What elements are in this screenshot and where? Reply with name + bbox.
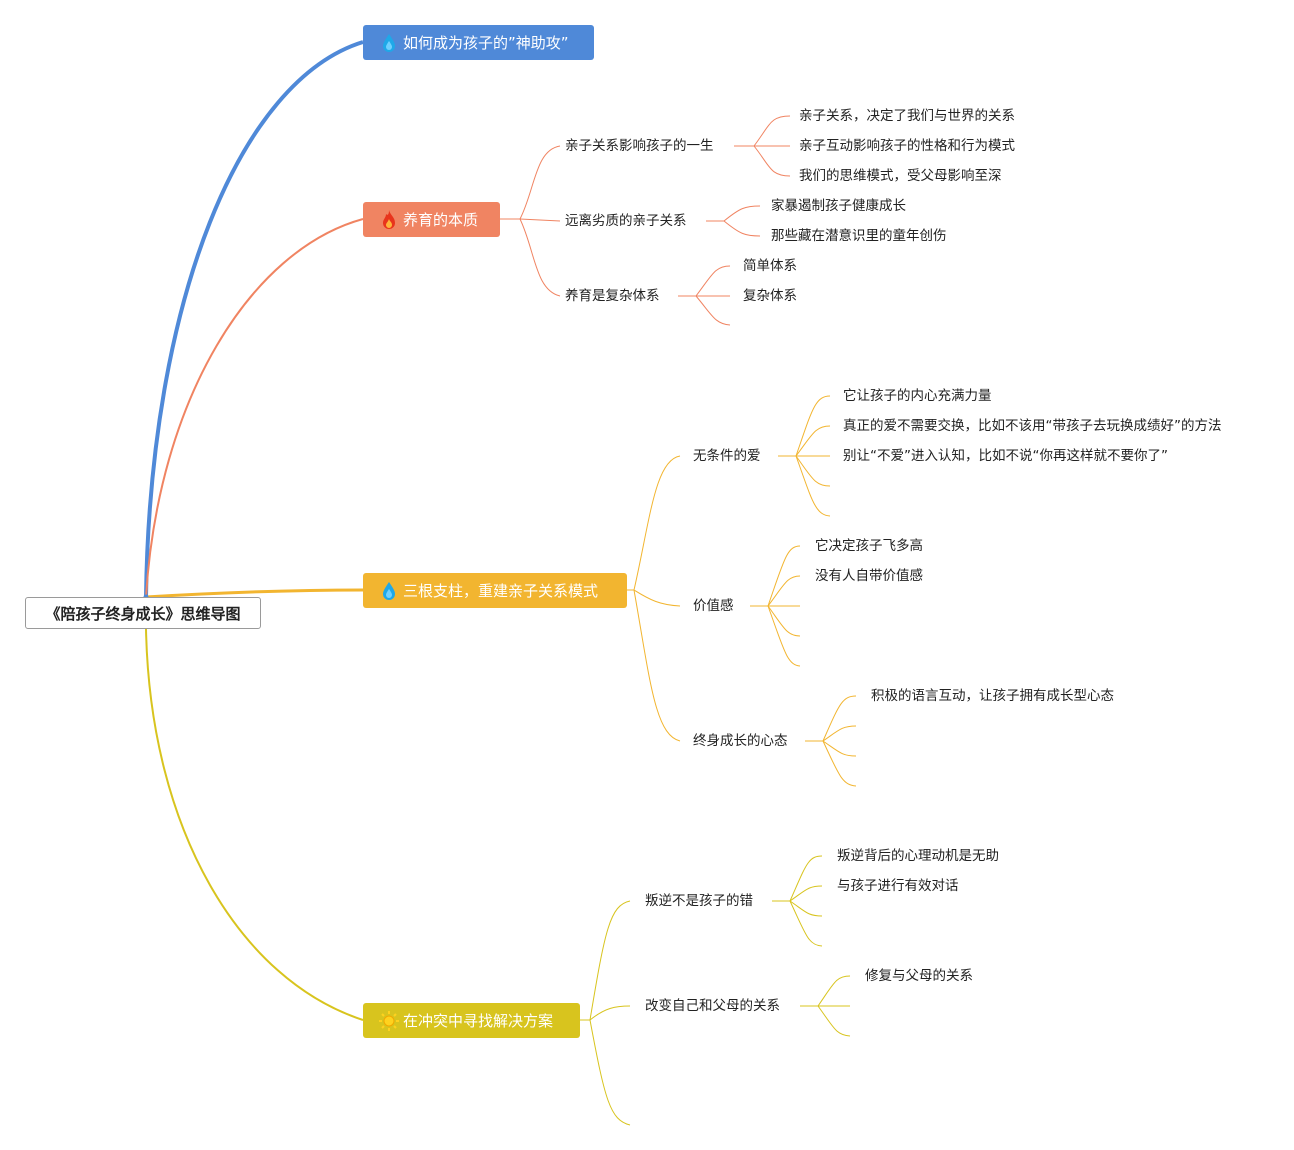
pillars-connectors [627, 395, 857, 787]
leaf-essence-1-3[interactable]: 我们的思维模式，受父母影响至深 [799, 168, 1002, 184]
leaf-essence-3-2[interactable]: 复杂体系 [743, 288, 797, 304]
connector-root-b1 [144, 40, 364, 598]
topic-conflict-2[interactable]: 改变自己和父母的关系 [645, 998, 780, 1014]
connector-root-b4 [145, 628, 364, 1021]
root-topic[interactable]: 《陪孩子终身成长》思维导图 [25, 597, 261, 629]
branch-essence[interactable]: 养育的本质 [363, 202, 500, 237]
branch-helper[interactable]: 如何成为孩子的”神助攻” [363, 25, 594, 60]
connector-root-b3 [145, 588, 364, 599]
leaf-conflict-1-1[interactable]: 叛逆背后的心理动机是无助 [837, 848, 999, 864]
leaf-pillars-1-1[interactable]: 它让孩子的内心充满力量 [843, 388, 992, 404]
conflict-connectors [580, 855, 851, 1126]
leaf-pillars-2-1[interactable]: 它决定孩子飞多高 [815, 538, 923, 554]
leaf-pillars-1-3[interactable]: 别让“不爱”进入认知，比如不说“你再这样就不要你了” [843, 448, 1168, 464]
leaf-pillars-1-2[interactable]: 真正的爱不需要交换，比如不该用“带孩子去玩换成绩好”的方法 [843, 418, 1222, 434]
branch-label: 三根支柱，重建亲子关系模式 [403, 582, 599, 600]
leaf-conflict-1-2[interactable]: 与孩子进行有效对话 [837, 878, 959, 894]
topic-pillars-3[interactable]: 终身成长的心态 [693, 733, 788, 749]
leaf-pillars-2-2[interactable]: 没有人自带价值感 [815, 568, 923, 584]
topic-conflict-1[interactable]: 叛逆不是孩子的错 [645, 893, 753, 909]
branch-conflict[interactable]: 在冲突中寻找解决方案 [363, 1003, 580, 1038]
essence-connectors [500, 115, 791, 326]
branch-label: 养育的本质 [403, 211, 479, 229]
branch-label: 如何成为孩子的”神助攻” [403, 34, 569, 52]
connector-root-b2 [145, 218, 364, 598]
branch-pillars[interactable]: 三根支柱，重建亲子关系模式 [363, 573, 627, 608]
root-label: 《陪孩子终身成长》思维导图 [45, 604, 241, 623]
leaf-essence-2-2[interactable]: 那些藏在潜意识里的童年创伤 [771, 228, 947, 244]
drop-icon [383, 33, 395, 52]
topic-essence-2[interactable]: 远离劣质的亲子关系 [565, 213, 687, 229]
branch-label: 在冲突中寻找解决方案 [403, 1012, 554, 1030]
topic-essence-3[interactable]: 养育是复杂体系 [565, 288, 660, 304]
topic-pillars-2[interactable]: 价值感 [693, 598, 734, 614]
leaf-pillars-3-1[interactable]: 积极的语言互动，让孩子拥有成长型心态 [871, 688, 1114, 704]
leaf-essence-3-1[interactable]: 简单体系 [743, 258, 797, 274]
fire-icon [383, 209, 395, 229]
leaf-conflict-2-1[interactable]: 修复与父母的关系 [865, 968, 973, 984]
leaf-essence-2-1[interactable]: 家暴遏制孩子健康成长 [771, 198, 906, 214]
leaf-essence-1-2[interactable]: 亲子互动影响孩子的性格和行为模式 [799, 138, 1015, 154]
topic-essence-1[interactable]: 亲子关系影响孩子的一生 [565, 138, 714, 154]
drop-icon [383, 581, 395, 600]
leaf-essence-1-1[interactable]: 亲子关系，决定了我们与世界的关系 [799, 108, 1015, 124]
sun-icon [379, 1010, 399, 1031]
topic-pillars-1[interactable]: 无条件的爱 [693, 448, 761, 464]
